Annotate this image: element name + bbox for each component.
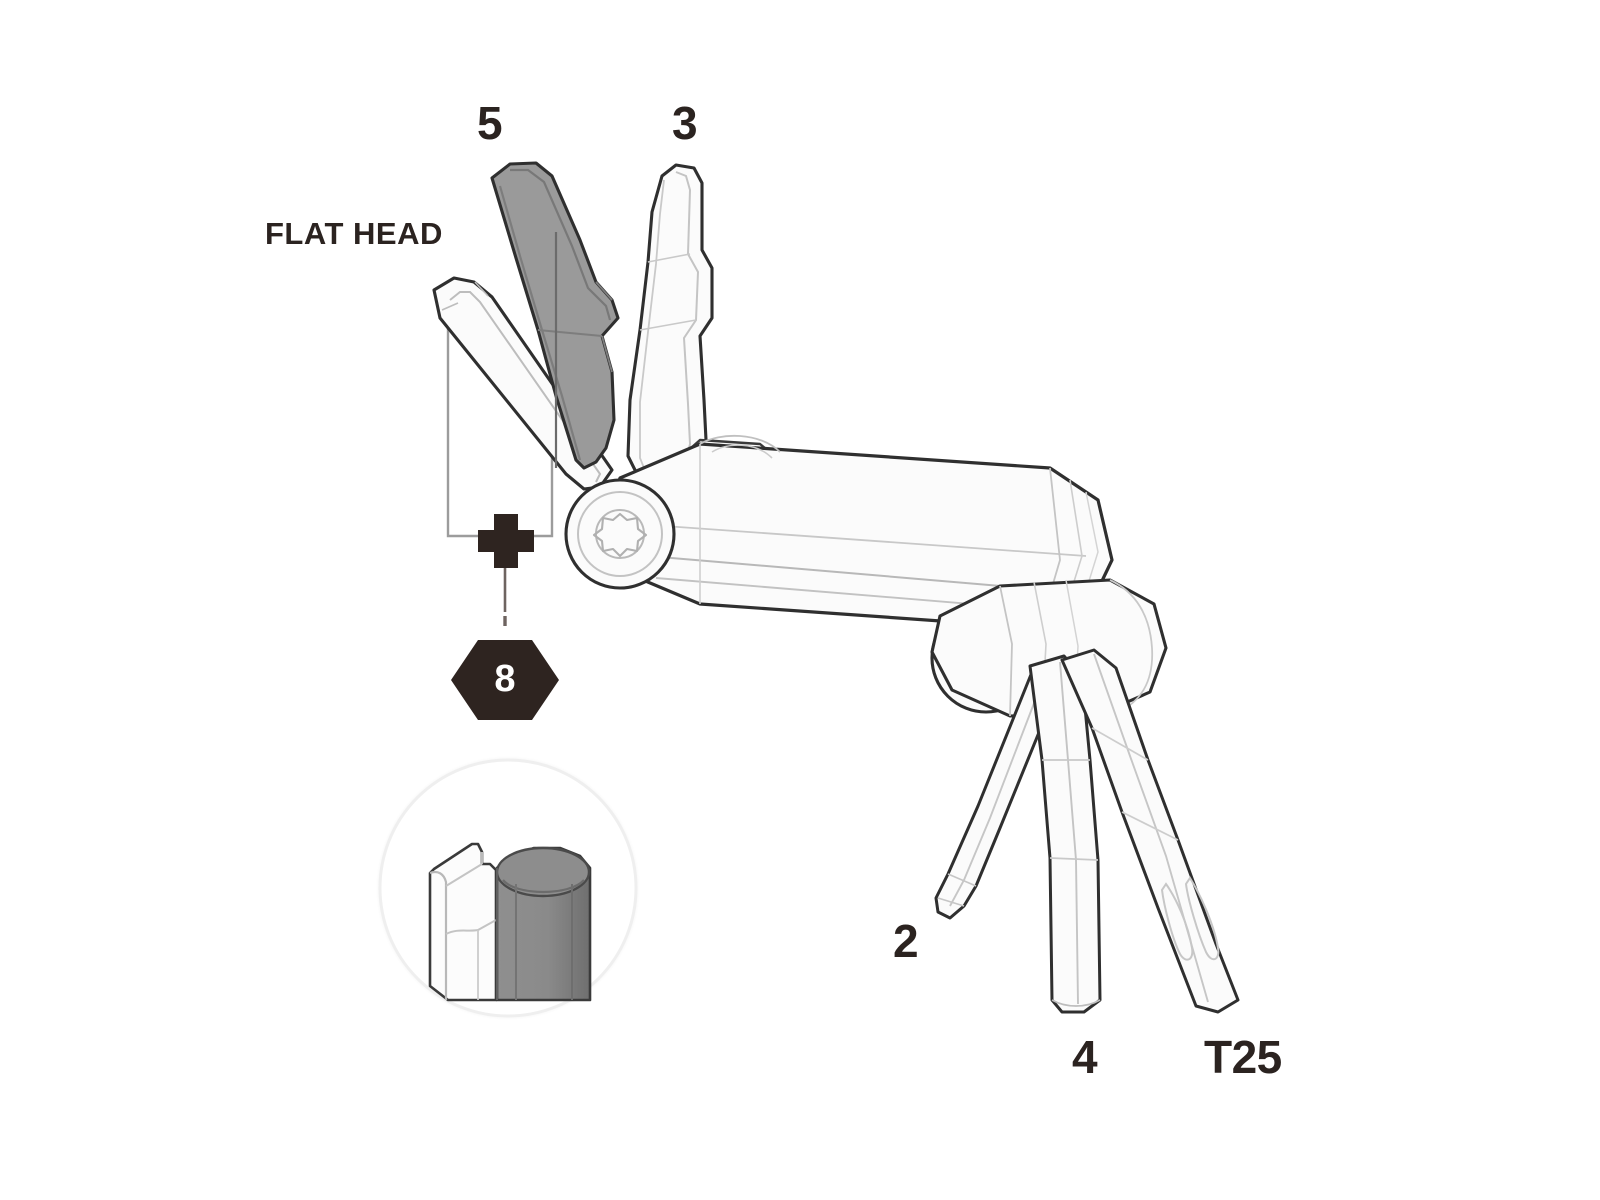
label-torx-t25: T25 xyxy=(1204,1031,1282,1083)
size-badge-8 xyxy=(451,640,559,720)
inset-hex-shaft xyxy=(495,846,592,1002)
label-flat-head: FLAT HEAD xyxy=(265,216,443,251)
detail-inset-circle xyxy=(376,756,640,1020)
label-hex-2: 2 xyxy=(893,915,919,967)
torx-screw-left-icon xyxy=(592,512,648,558)
size-badge-8-value: 8 xyxy=(494,657,516,700)
size-badge-8-container: 8 xyxy=(455,640,555,718)
inset-flat-head-block xyxy=(428,842,498,1002)
tool-hex-3[interactable] xyxy=(626,163,714,494)
pivot-left xyxy=(564,478,676,590)
label-hex-5: 5 xyxy=(477,97,503,149)
plus-symbol-icon xyxy=(478,514,534,568)
label-hex-4: 4 xyxy=(1072,1031,1098,1083)
tool-hex-5-highlighted[interactable] xyxy=(490,161,620,470)
torx-tip-lobes xyxy=(1160,876,1220,961)
label-hex-3: 3 xyxy=(672,97,698,149)
tool-torx-t25[interactable] xyxy=(1060,648,1240,1014)
